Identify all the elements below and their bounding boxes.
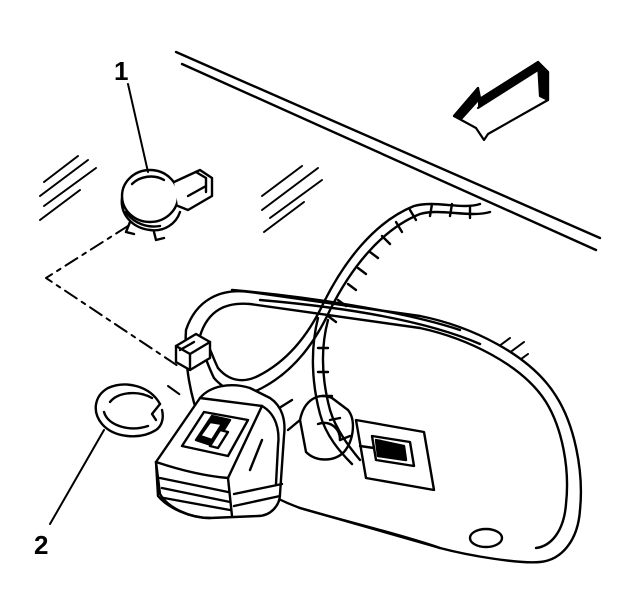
arrow-left-icon [454, 62, 548, 140]
callout-label-2: 2 [34, 530, 49, 560]
sensor-cover-housing [156, 385, 284, 518]
windshield-edge [176, 52, 600, 250]
harness-connector [176, 334, 210, 370]
callout-leader-lines [50, 84, 148, 524]
sensor-gel-pad [96, 385, 163, 437]
rain-sensor [122, 170, 212, 240]
callout-label-1: 1 [114, 56, 129, 86]
installation-guide-lines [46, 226, 182, 396]
